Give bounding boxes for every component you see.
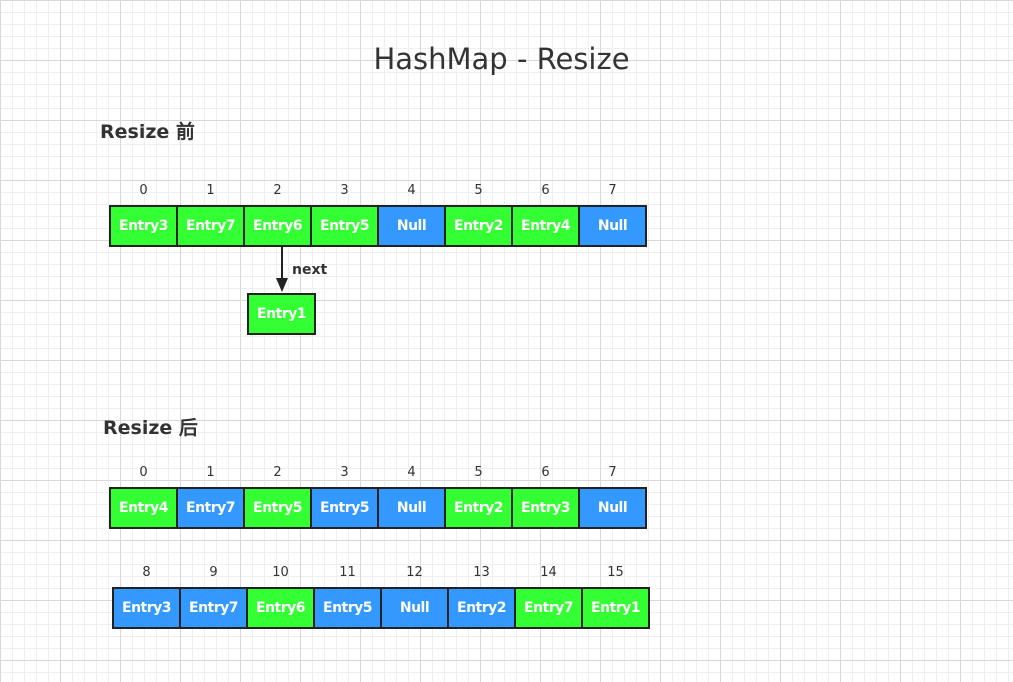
bucket-cell: Null bbox=[578, 487, 647, 529]
next-arrow-icon bbox=[276, 246, 288, 292]
after-heading: Resize 后 bbox=[103, 417, 198, 439]
next-link-label: next bbox=[292, 262, 328, 278]
bucket-cell: Entry5 bbox=[310, 487, 379, 529]
before-index-row: 0 1 2 3 4 5 6 7 bbox=[109, 183, 647, 198]
bucket-index: 7 bbox=[608, 465, 617, 480]
bucket-cell: Entry2 bbox=[444, 205, 513, 247]
after-bucket-row-1: Entry4 Entry7 Entry5 Entry5 Null Entry2 … bbox=[109, 487, 647, 529]
chain-node: Entry1 bbox=[247, 293, 316, 335]
bucket-index: 1 bbox=[206, 183, 215, 198]
bucket-index: 8 bbox=[142, 565, 151, 580]
bucket-index: 3 bbox=[340, 465, 349, 480]
bucket-index: 11 bbox=[339, 565, 356, 580]
bucket-cell: Null bbox=[380, 587, 449, 629]
bucket-cell: Entry1 bbox=[581, 587, 650, 629]
bucket-cell: Entry6 bbox=[243, 205, 312, 247]
bucket-cell: Null bbox=[377, 487, 446, 529]
bucket-index: 6 bbox=[541, 183, 550, 198]
bucket-cell: Entry7 bbox=[176, 205, 245, 247]
bucket-index: 4 bbox=[407, 465, 416, 480]
diagram-title: HashMap - Resize bbox=[373, 42, 630, 76]
bucket-index: 5 bbox=[474, 183, 483, 198]
bucket-index: 5 bbox=[474, 465, 483, 480]
bucket-cell: Null bbox=[377, 205, 446, 247]
bucket-index: 12 bbox=[406, 565, 423, 580]
bucket-index: 2 bbox=[273, 465, 282, 480]
bucket-index: 6 bbox=[541, 465, 550, 480]
bucket-index: 13 bbox=[473, 565, 490, 580]
bucket-index: 3 bbox=[340, 183, 349, 198]
bucket-cell: Entry2 bbox=[447, 587, 516, 629]
bucket-cell: Entry2 bbox=[444, 487, 513, 529]
bucket-index: 10 bbox=[272, 565, 289, 580]
bucket-cell: Entry3 bbox=[112, 587, 181, 629]
after-index-row-2: 8 9 10 11 12 13 14 15 bbox=[112, 565, 650, 580]
before-heading: Resize 前 bbox=[100, 121, 195, 143]
bucket-cell: Entry3 bbox=[109, 205, 178, 247]
bucket-index: 0 bbox=[139, 183, 148, 198]
bucket-cell: Entry5 bbox=[243, 487, 312, 529]
bucket-index: 1 bbox=[206, 465, 215, 480]
bucket-index: 14 bbox=[540, 565, 557, 580]
bucket-cell: Null bbox=[578, 205, 647, 247]
chain-entry-cell: Entry1 bbox=[247, 293, 316, 335]
bucket-cell: Entry5 bbox=[310, 205, 379, 247]
bucket-cell: Entry4 bbox=[109, 487, 178, 529]
bucket-cell: Entry7 bbox=[176, 487, 245, 529]
bucket-index: 15 bbox=[607, 565, 624, 580]
bucket-cell: Entry7 bbox=[514, 587, 583, 629]
bucket-cell: Entry3 bbox=[511, 487, 580, 529]
before-bucket-row: Entry3 Entry7 Entry6 Entry5 Null Entry2 … bbox=[109, 205, 647, 247]
bucket-index: 9 bbox=[209, 565, 218, 580]
after-index-row-1: 0 1 2 3 4 5 6 7 bbox=[109, 465, 647, 480]
after-bucket-row-2: Entry3 Entry7 Entry6 Entry5 Null Entry2 … bbox=[112, 587, 650, 629]
bucket-cell: Entry4 bbox=[511, 205, 580, 247]
bucket-index: 4 bbox=[407, 183, 416, 198]
bucket-cell: Entry7 bbox=[179, 587, 248, 629]
bucket-cell: Entry6 bbox=[246, 587, 315, 629]
bucket-index: 0 bbox=[139, 465, 148, 480]
bucket-cell: Entry5 bbox=[313, 587, 382, 629]
bucket-index: 7 bbox=[608, 183, 617, 198]
bucket-index: 2 bbox=[273, 183, 282, 198]
